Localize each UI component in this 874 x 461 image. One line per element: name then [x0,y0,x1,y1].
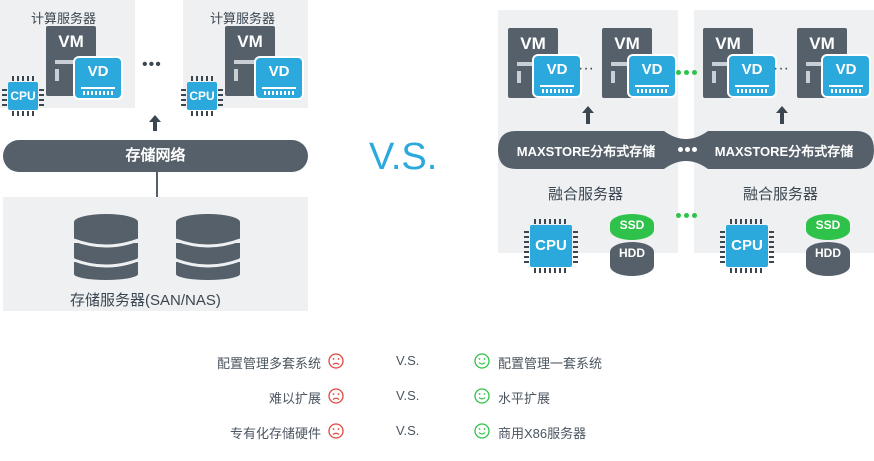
cpu-icon: CPU [2,76,44,116]
arrow-stem [153,121,157,131]
happy-face-icon [474,423,490,439]
storage-network-label: 存储网络 [125,147,186,164]
ellipsis: ••• [142,56,162,73]
link-dot [685,147,690,152]
sad-face-icon [328,423,344,439]
comparison-vs: V.S. [396,353,420,368]
arrow-up-icon [582,106,594,113]
vm-label: VM [520,34,546,53]
ssd-label: SSD [815,218,841,232]
vd-icon: VD [821,54,871,98]
vm-label: VM [715,34,741,53]
vm-label: VM [614,34,640,53]
vd-label: VD [835,61,857,78]
hdd-label: HDD [619,246,645,260]
ellipsis: ··· [773,60,789,77]
converged-server-label-2: 融合服务器 [743,186,819,203]
comparison-vs: V.S. [396,388,420,403]
comparison-vs: V.S. [396,423,420,438]
cpu-icon: CPU [524,219,578,273]
hdd-icon: HDD [610,242,654,276]
green-link-dot [692,213,697,218]
vm-label: VM [237,32,263,51]
vd-icon: VD [73,56,123,100]
converged-server-label-1: 融合服务器 [548,186,624,203]
arrow-up-icon [776,106,788,113]
green-link-dot [676,213,681,218]
comparison-left-text: 专有化存储硬件 [229,426,321,441]
hdd-icon: HDD [806,242,850,276]
vs-label: V.S. [369,136,438,178]
ssd-label: SSD [619,218,645,232]
cpu-label: CPU [731,237,763,254]
arrow-stem [780,112,784,124]
comparison-right-text: 配置管理一套系统 [498,356,603,371]
database-icon [175,214,241,280]
ellipsis: ··· [578,60,594,77]
vd-icon: VD [532,54,582,98]
arrow-up-icon [149,115,161,122]
vm-label: VM [58,32,84,51]
cpu-label: CPU [10,89,36,103]
link-dot [692,147,697,152]
cpu-icon: CPU [181,76,223,116]
vd-label: VD [741,61,763,78]
comparison-left-text: 难以扩展 [268,391,321,406]
green-link-dot [684,213,689,218]
hdd-label: HDD [815,246,841,260]
arrow-stem [586,112,590,124]
comparison-right-text: 水平扩展 [498,391,551,406]
compute-server-label-2: 计算服务器 [210,11,276,26]
maxstore-label-1: MAXSTORE分布式存储 [516,144,656,159]
green-link-dot [692,70,697,75]
sad-face-icon [328,388,344,404]
link-dot [678,147,683,152]
sad-face-icon [328,353,344,369]
vd-label: VD [87,63,109,80]
vd-label: VD [641,61,663,78]
storage-server-panel [3,197,308,311]
vm-label: VM [809,34,835,53]
ssd-icon: SSD [806,214,850,240]
green-link-dot [684,70,689,75]
network-link-line [156,172,158,197]
cpu-icon: CPU [720,219,774,273]
maxstore-label-2: MAXSTORE分布式存储 [714,144,854,159]
storage-network-bar: 存储网络 [3,140,308,172]
vd-icon: VD [254,56,304,100]
cpu-label: CPU [189,89,215,103]
compute-server-label-1: 计算服务器 [31,11,97,26]
database-icon [73,214,139,280]
happy-face-icon [474,353,490,369]
comparison-left-text: 配置管理多套系统 [216,356,321,371]
vd-label: VD [268,63,290,80]
vd-icon: VD [627,54,677,98]
green-link-dot [676,70,681,75]
vd-label: VD [546,61,568,78]
storage-server-label: 存储服务器(SAN/NAS) [70,292,221,309]
cpu-label: CPU [535,237,567,254]
ssd-icon: SSD [610,214,654,240]
vd-icon: VD [727,54,777,98]
comparison-right-text: 商用X86服务器 [498,426,587,441]
happy-face-icon [474,388,490,404]
